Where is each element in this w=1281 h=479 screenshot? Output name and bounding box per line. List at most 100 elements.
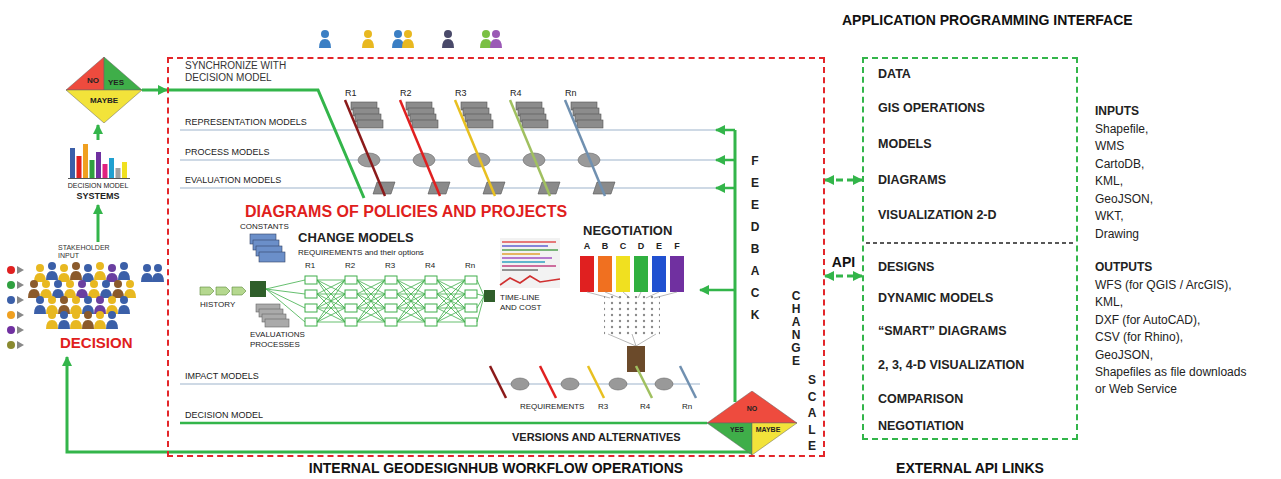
label-text: A: [584, 241, 591, 252]
stakeholder-icons: [7, 266, 24, 349]
label-text: F: [674, 241, 680, 252]
api-connector: [825, 275, 862, 278]
label-text: R4: [425, 261, 435, 271]
node-text: MAYBE: [90, 96, 118, 106]
node-text: GIS OPERATIONS: [878, 101, 985, 116]
label-text: Drawing: [1095, 227, 1139, 241]
decision-arrows: [67, 125, 750, 452]
api-connector: [142, 89, 167, 92]
label-text: DECISION: [60, 334, 133, 352]
label-text: R4: [640, 402, 650, 412]
label-text: VERSIONS AND ALTERNATIVES: [512, 431, 681, 444]
node-text: DESIGNS: [878, 260, 934, 275]
edge-label: API: [830, 254, 857, 271]
label-text: CONSTANTS: [240, 222, 289, 232]
label-text: GeoJSON,: [1095, 192, 1153, 206]
label-text: DXF (for AutoCAD),: [1095, 313, 1200, 327]
decision-diamond: NO YES MAYBE: [66, 57, 142, 123]
label-text: SYNCHRONIZE WITH DECISION MODEL: [185, 60, 300, 84]
label-text: Rn: [465, 261, 475, 271]
label-text: NEGOTIATION: [583, 223, 672, 239]
label-text: or Web Service: [1095, 382, 1177, 396]
label-text: KML,: [1095, 295, 1123, 309]
diamond-part: [66, 90, 142, 123]
api-separator: [866, 242, 1074, 244]
label-text: REQUIREMENTS: [520, 402, 584, 412]
constants-stack: [250, 234, 285, 262]
label-text: Rn: [565, 88, 577, 99]
node-text: INTERNAL GEODESIGNHUB WORKFLOW OPERATION…: [309, 460, 683, 477]
node-text: DIAGRAMS: [878, 173, 946, 188]
change-network: [305, 276, 495, 326]
label-text: B: [602, 241, 609, 252]
label-text: DECISION MODEL: [185, 410, 263, 421]
node-text: NO: [87, 76, 99, 86]
diamond-part: [752, 423, 797, 455]
label-text: KML,: [1095, 174, 1123, 188]
label-text: EVALUATIONS PROCESSES: [250, 330, 312, 349]
node-text: VISUALIZATION 2-D: [878, 208, 997, 223]
label-text: CHANGE: [790, 290, 802, 368]
label-text: R1: [305, 261, 315, 271]
synchronize-line: [167, 90, 364, 198]
feedback-line: [734, 130, 737, 402]
label-text: DIAGRAMS OF POLICIES AND PROJECTS: [245, 202, 567, 221]
diamond-part: [104, 57, 142, 90]
node-text: MODELS: [878, 137, 931, 152]
label-text: Shapefile,: [1095, 122, 1148, 136]
feedback-arrows: [700, 130, 735, 290]
model-lines: [180, 130, 735, 384]
label-text: SYSTEMS: [76, 191, 119, 202]
label-text: STAKEHOLDER INPUT: [58, 244, 116, 261]
diamond-part: [66, 57, 104, 90]
label-text: R3: [455, 88, 467, 99]
label-text: WFS (for QGIS / ArcGIS),: [1095, 278, 1232, 292]
label-text: C: [620, 241, 627, 252]
node-text: COMPARISON: [878, 392, 963, 407]
label-text: R3: [598, 402, 608, 412]
node-text: YES: [730, 426, 744, 434]
decision-chart: [68, 144, 130, 179]
label-text: R2: [400, 88, 412, 99]
requirement-stacks: [351, 102, 603, 128]
node-text: NEGOTIATION: [878, 419, 964, 434]
label-text: R1: [345, 88, 357, 99]
label-text: OUTPUTS: [1095, 260, 1152, 274]
diamond-shape: [707, 391, 797, 455]
label-text: EVALUATION MODELS: [185, 175, 281, 186]
label-text: HISTORY: [200, 300, 235, 310]
label-text: DECISION MODEL: [68, 182, 129, 190]
node-text: DYNAMIC MODELS: [878, 291, 993, 306]
decision-model-line: [180, 422, 707, 425]
label-text: FEEDBACK: [749, 150, 761, 326]
label-text: CartoDB,: [1095, 157, 1144, 171]
history-chain: [200, 280, 305, 322]
api-panel: APPLICATION PROGRAMMING INTERFACEDATAGIS…: [862, 57, 1078, 440]
label-text: REPRESENTATION MODELS: [185, 117, 307, 128]
label-text: REQUIREMENTS and their options: [298, 248, 424, 258]
node-text: 2, 3, 4-D VISUALIZATION: [878, 358, 1024, 373]
node-text: MAYBE: [756, 426, 781, 434]
negotiation-bars: [580, 256, 684, 372]
diamond-part: [707, 423, 752, 455]
label-text: D: [638, 241, 645, 252]
label-text: SCALE: [806, 372, 818, 455]
label-text: IMPACT MODELS: [185, 371, 259, 382]
node-text: YES: [108, 78, 124, 88]
label-text: TIME-LINE AND COST: [500, 293, 550, 312]
label-text: CSV (for Rhino),: [1095, 330, 1183, 344]
decision-diamond: NOYESMAYBE: [707, 391, 797, 455]
timeline-chart: [500, 238, 560, 288]
top-people: [319, 30, 502, 48]
label-text: WMS: [1095, 139, 1124, 153]
diamond-shape: [66, 57, 142, 123]
label-text: R2: [345, 261, 355, 271]
node-text: DATA: [878, 67, 911, 82]
label-text: R4: [510, 88, 522, 99]
label-text: R3: [385, 261, 395, 271]
node-text: APPLICATION PROGRAMMING INTERFACE: [842, 12, 1133, 29]
label-text: GeoJSON,: [1095, 348, 1153, 362]
stakeholder-crowd: [28, 262, 164, 329]
label-text: INPUTS: [1095, 104, 1139, 118]
